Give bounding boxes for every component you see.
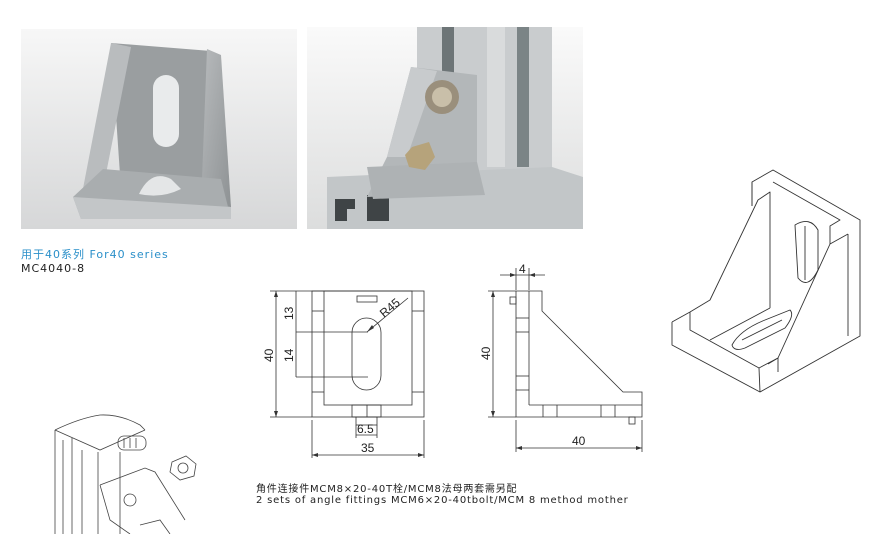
dim-width-35: 35 bbox=[361, 441, 375, 455]
dim-upper-13: 13 bbox=[282, 306, 296, 320]
installed-bracket-photo bbox=[307, 27, 583, 229]
dim-thickness-4: 4 bbox=[519, 262, 526, 276]
dim-slot-14: 14 bbox=[282, 348, 296, 362]
front-view-drawing: 40 13 14 R45 6.5 35 bbox=[262, 290, 425, 458]
series-label: 用于40系列 For40 series bbox=[21, 248, 169, 261]
dim-key-6-5: 6.5 bbox=[357, 422, 374, 436]
dim-height-40: 40 bbox=[479, 346, 493, 360]
model-number: MC4040-8 bbox=[21, 262, 86, 275]
dim-height-40: 40 bbox=[262, 348, 276, 362]
isometric-bracket-drawing bbox=[671, 169, 861, 393]
assembly-sketch bbox=[54, 414, 197, 534]
side-view-drawing: 4 40 40 bbox=[479, 262, 643, 452]
dim-radius-r45: R45 bbox=[377, 295, 403, 320]
accessory-note-cn: 角件连接件MCM8×20-40T栓/MCM8法母两套需另配 bbox=[256, 484, 518, 495]
angle-bracket-photo bbox=[21, 29, 297, 229]
accessory-note-en: 2 sets of angle fittings MCM6×20-40tbolt… bbox=[256, 495, 629, 506]
dim-length-40: 40 bbox=[572, 434, 586, 448]
